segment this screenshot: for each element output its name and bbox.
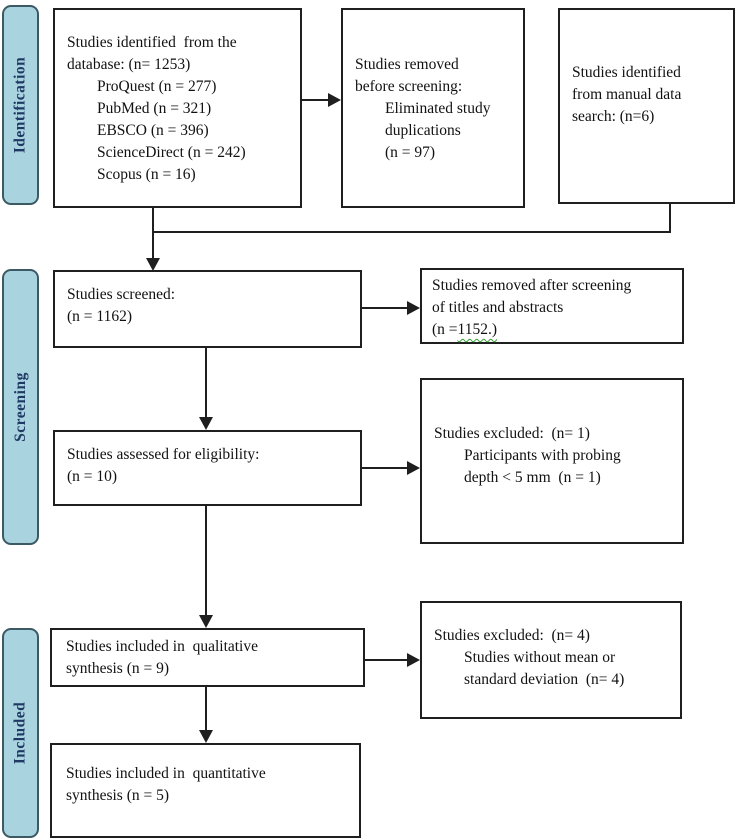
text-line: Studies excluded: (n= 4) — [434, 627, 590, 644]
connector-line — [361, 307, 408, 309]
text-line: search: (n=6) — [572, 108, 655, 125]
text-line: Eliminated study — [385, 100, 491, 117]
text-line: synthesis (n = 5) — [66, 787, 170, 804]
box-studies-screened: Studies screened: (n = 1162) — [53, 270, 362, 348]
box-studies-manual-search: Studies identified from manual data sear… — [558, 8, 735, 204]
arrowhead-down-icon — [199, 615, 213, 628]
text-line: Studies identified from the — [67, 34, 237, 51]
arrowhead-right-icon — [407, 461, 420, 475]
text-line: (n = 10) — [67, 468, 118, 485]
box-studies-included-quantitative: Studies included in quantitative synthes… — [50, 743, 361, 838]
arrowhead-down-icon — [199, 417, 213, 430]
text-line: Studies assessed for eligibility: — [67, 446, 260, 463]
text-line: Studies excluded: (n= 1) — [434, 425, 590, 442]
text-line: Studies included in qualitative — [66, 638, 258, 655]
text-line: Studies without mean or — [464, 649, 616, 666]
arrowhead-right-icon — [328, 93, 341, 107]
box-studies-removed-after-screening: Studies removed after screening of title… — [420, 268, 684, 344]
box-studies-excluded-quantitative: Studies excluded: (n= 4) Studies without… — [420, 601, 682, 719]
text-line: PubMed (n = 321) — [97, 100, 212, 117]
box-studies-excluded-eligibility: Studies excluded: (n= 1) Participants wi… — [420, 378, 684, 544]
text-line: from manual data — [572, 86, 682, 103]
arrowhead-down-icon — [146, 258, 160, 271]
stage-screening-label: Screening — [11, 372, 29, 442]
text-line: synthesis (n = 9) — [66, 660, 170, 677]
text-line: Studies included in quantitative — [66, 765, 266, 782]
text-line: Studies identified — [572, 64, 681, 81]
connector-line — [669, 203, 671, 233]
stage-identification: Identification — [2, 5, 39, 205]
box-studies-included-qualitative: Studies included in qualitative synthesi… — [50, 628, 365, 687]
text-line: before screening: — [355, 78, 463, 95]
stage-identification-label: Identification — [11, 56, 29, 154]
connector-line — [152, 231, 671, 233]
text-line: Scopus (n = 16) — [97, 166, 196, 183]
connector-line — [301, 99, 329, 101]
text-line: Studies removed after screening — [432, 277, 632, 294]
text-line: duplications — [385, 122, 461, 139]
arrowhead-right-icon — [407, 301, 420, 315]
connector-line — [205, 687, 207, 731]
text-fragment: (n = — [432, 321, 458, 338]
arrowhead-right-icon — [407, 653, 420, 667]
stage-included-label: Included — [11, 701, 29, 765]
text-line: EBSCO (n = 396) — [97, 122, 209, 139]
text-line: Studies removed — [355, 56, 459, 73]
connector-line — [205, 347, 207, 418]
connector-line — [364, 659, 408, 661]
text-line: (n =1152.) — [432, 319, 682, 341]
text-line: ProQuest (n = 277) — [97, 78, 217, 95]
text-line: (n = 97) — [385, 144, 436, 161]
text-line: of titles and abstracts — [432, 299, 564, 316]
text-line: ScienceDirect (n = 242) — [97, 144, 246, 161]
connector-line — [361, 467, 408, 469]
connector-line — [205, 505, 207, 616]
arrowhead-down-icon — [199, 730, 213, 743]
text-line: Studies screened: — [67, 286, 176, 303]
stage-screening: Screening — [2, 269, 39, 545]
text-line: Participants with probing — [464, 447, 621, 464]
text-line: depth < 5 mm (n = 1) — [464, 469, 601, 486]
box-studies-assessed-eligibility: Studies assessed for eligibility: (n = 1… — [53, 430, 362, 506]
box-studies-identified-database: Studies identified from the database: (n… — [53, 8, 302, 208]
box-studies-removed-before-screening: Studies removed before screening: Elimin… — [341, 8, 525, 208]
grammar-underline-text: 1152.) — [457, 321, 497, 338]
stage-included: Included — [2, 628, 39, 838]
text-line: (n = 1162) — [67, 308, 132, 325]
text-line: database: (n= 1253) — [67, 56, 191, 73]
text-line: standard deviation (n= 4) — [464, 671, 625, 688]
connector-line — [152, 207, 154, 259]
